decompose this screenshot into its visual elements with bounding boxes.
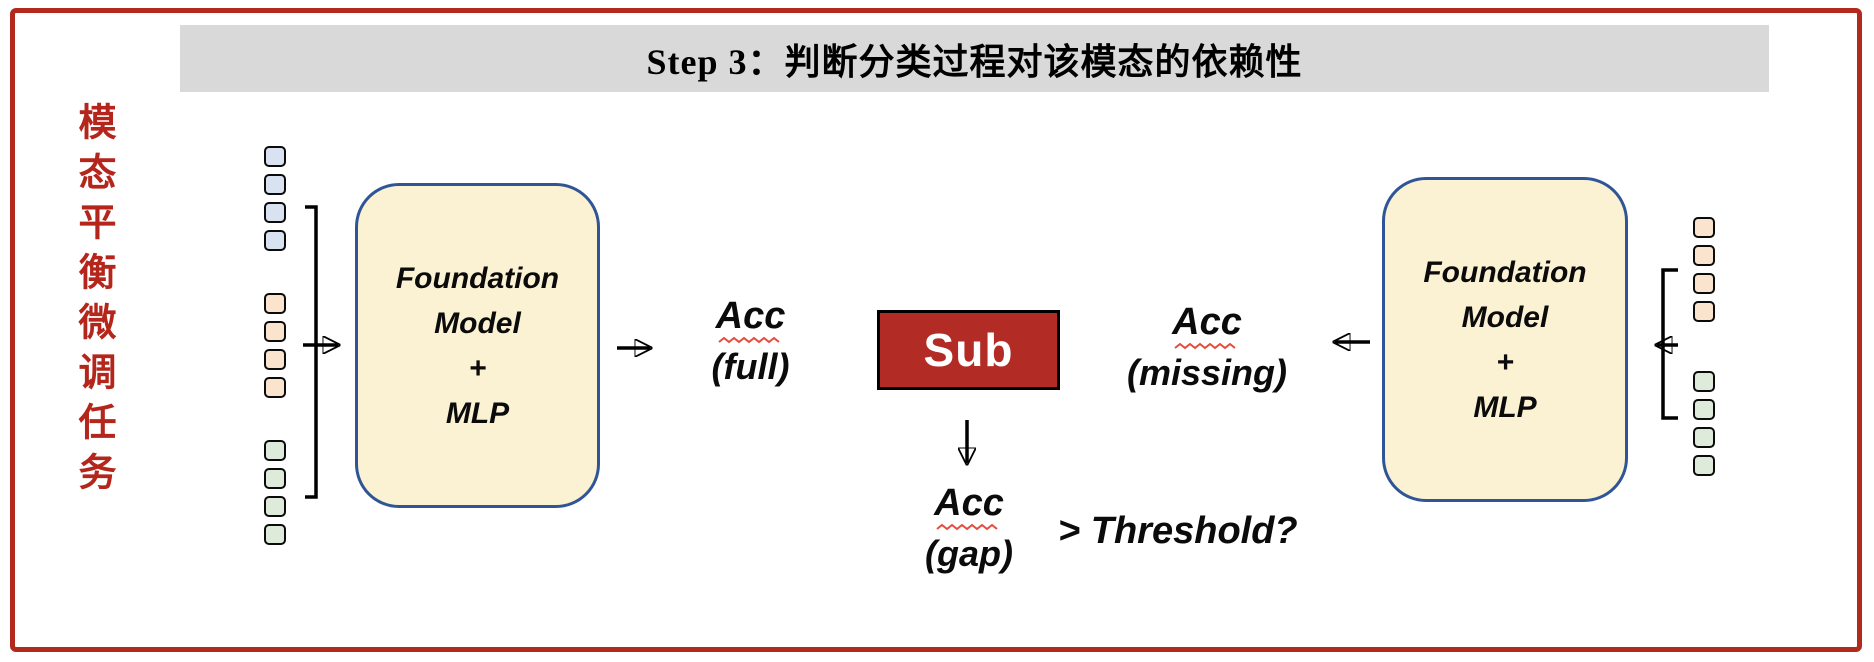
acc-full-qualifier: (full)	[711, 346, 790, 387]
token-group-orange	[1693, 217, 1715, 322]
token-group-green	[264, 440, 286, 545]
token-orange	[1693, 245, 1715, 266]
spellcheck-squiggle-icon	[717, 336, 780, 344]
token-orange	[264, 349, 286, 370]
acc-missing-qualifier: (missing)	[1126, 352, 1287, 393]
token-green	[264, 496, 286, 517]
spellcheck-squiggle-icon	[1174, 342, 1236, 350]
token-group-green	[1693, 371, 1715, 476]
outer-red-frame	[10, 8, 1862, 652]
acc-missing-label: Acc (missing)	[1122, 302, 1292, 395]
sub-operation-box: Sub	[877, 310, 1060, 390]
token-orange	[1693, 301, 1715, 322]
left-foundation-model-box: Foundation Model + MLP	[355, 183, 600, 508]
right-foundation-model-box: Foundation Model + MLP	[1382, 177, 1628, 502]
left-token-column	[264, 146, 286, 545]
acc-full-label: Acc (full)	[688, 296, 813, 389]
token-orange	[264, 377, 286, 398]
threshold-question-label: > Threshold?	[1058, 510, 1298, 552]
right-foundation-model-label: Foundation Model + MLP	[1423, 255, 1587, 424]
token-green	[264, 524, 286, 545]
step-title: Step 3：判断分类过程对该模态的依赖性	[646, 41, 1303, 82]
token-orange	[1693, 217, 1715, 238]
acc-gap-label: Acc (gap)	[903, 483, 1035, 576]
acc-gap-qualifier: (gap)	[925, 533, 1013, 574]
token-group-orange	[264, 293, 286, 398]
token-group-blue	[264, 146, 286, 251]
token-blue	[264, 146, 286, 167]
spellcheck-squiggle-icon	[936, 523, 998, 531]
step-header-bar: Step 3：判断分类过程对该模态的依赖性	[180, 25, 1769, 92]
acc-full-word: Acc	[715, 295, 786, 337]
token-green	[1693, 427, 1715, 448]
token-green	[1693, 455, 1715, 476]
token-orange	[264, 293, 286, 314]
token-orange	[1693, 273, 1715, 294]
token-green	[264, 440, 286, 461]
token-orange	[264, 321, 286, 342]
token-blue	[264, 174, 286, 195]
token-blue	[264, 230, 286, 251]
task-side-label: 模态平衡微调任务	[72, 102, 114, 502]
sub-operation-label: Sub	[923, 324, 1014, 376]
left-foundation-model-label: Foundation Model + MLP	[395, 261, 560, 430]
token-green	[1693, 371, 1715, 392]
acc-missing-word: Acc	[1172, 301, 1242, 343]
token-blue	[264, 202, 286, 223]
acc-gap-word: Acc	[934, 482, 1004, 524]
token-green	[1693, 399, 1715, 420]
token-green	[264, 468, 286, 489]
right-token-column	[1693, 217, 1715, 476]
